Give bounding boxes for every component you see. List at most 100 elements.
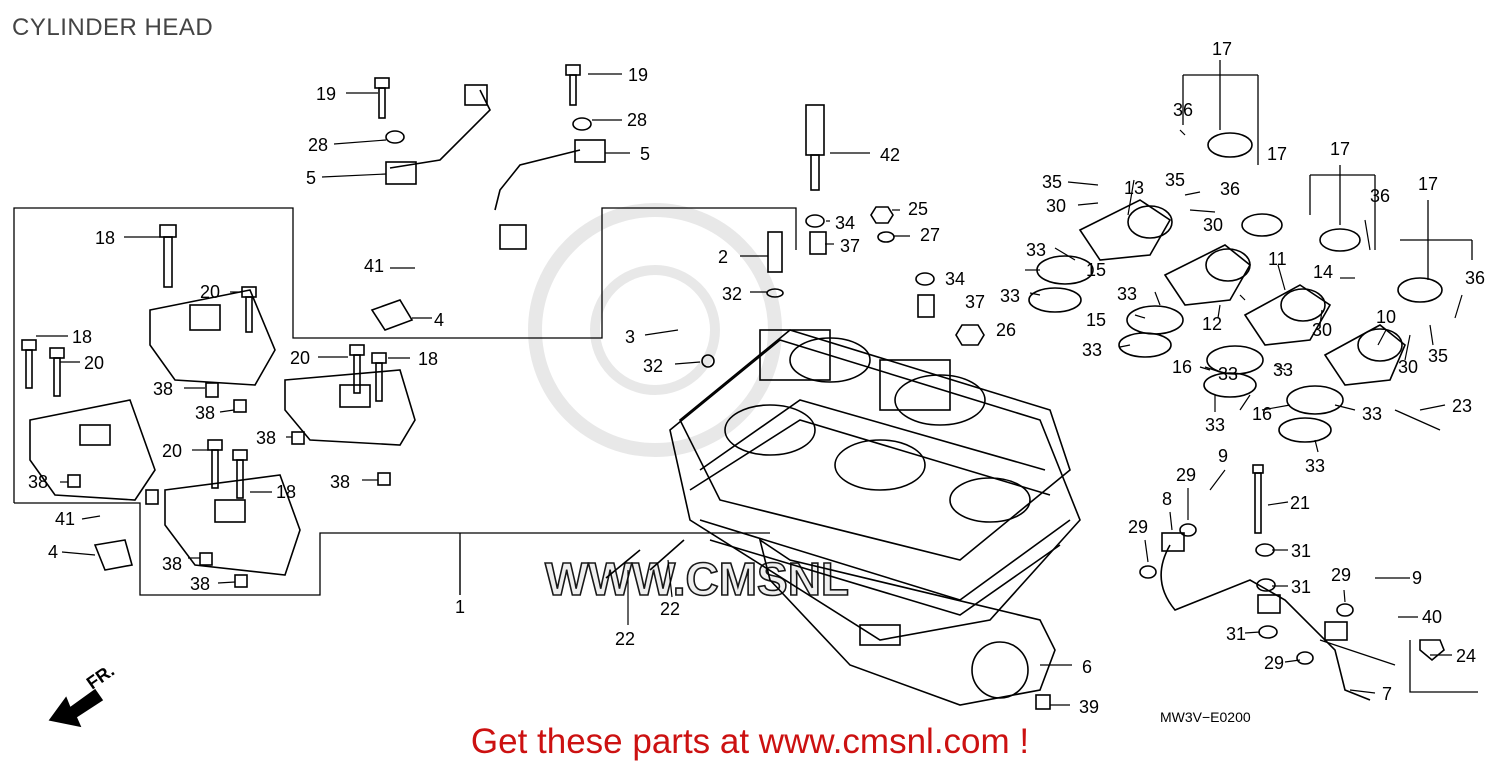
bolts	[21, 64, 1445, 662]
callout-28: 28	[627, 110, 647, 130]
callout-23: 23	[1452, 396, 1472, 416]
callout-20: 20	[200, 282, 220, 302]
callout-24: 24	[1456, 646, 1476, 666]
front-arrow-icon: FR.	[48, 660, 118, 728]
callout-15: 15	[1086, 260, 1106, 280]
callout-17: 17	[1212, 39, 1232, 59]
callout-34: 34	[945, 269, 965, 289]
callout-37: 37	[840, 236, 860, 256]
callout-5: 5	[640, 144, 650, 164]
callout-33: 33	[1026, 240, 1046, 260]
callout-38: 38	[153, 379, 173, 399]
callout-31: 31	[1291, 577, 1311, 597]
callout-35: 35	[1428, 346, 1448, 366]
callout-30: 30	[1046, 196, 1066, 216]
callout-16: 16	[1172, 357, 1192, 377]
callout-11: 11	[1268, 249, 1287, 269]
callout-30: 30	[1398, 357, 1418, 377]
callout-10: 10	[1376, 307, 1396, 327]
oil-pipes	[93, 84, 1371, 701]
callout-28: 28	[308, 135, 328, 155]
callout-3: 3	[625, 327, 635, 347]
callout-33: 33	[1218, 364, 1238, 384]
callout-32: 32	[643, 356, 663, 376]
callout-9: 9	[1412, 568, 1422, 588]
callout-6: 6	[1082, 657, 1092, 677]
callout-35: 35	[1165, 170, 1185, 190]
callout-17: 17	[1267, 144, 1287, 164]
callout-9: 9	[1218, 446, 1228, 466]
callout-19: 19	[628, 65, 648, 85]
watermark: WWW.CMSNL	[528, 203, 850, 606]
callout-13: 13	[1124, 178, 1144, 198]
page-title: CYLINDER HEAD	[12, 14, 214, 41]
callout-18: 18	[72, 327, 92, 347]
callout-1: 1	[455, 597, 465, 617]
callout-38: 38	[162, 554, 182, 574]
callout-20: 20	[162, 441, 182, 461]
washers-dowels	[67, 117, 1354, 710]
callout-33: 33	[1000, 286, 1020, 306]
callout-38: 38	[28, 472, 48, 492]
callout-38: 38	[256, 428, 276, 448]
direction-label: FR.	[83, 660, 118, 693]
callout-36: 36	[1465, 268, 1485, 288]
callout-32: 32	[722, 284, 742, 304]
callout-22: 22	[615, 629, 635, 649]
callout-33: 33	[1305, 456, 1325, 476]
callout-22: 22	[660, 599, 680, 619]
callout-34: 34	[835, 213, 855, 233]
callout-20: 20	[84, 353, 104, 373]
head-gasket	[758, 538, 1056, 706]
callout-29: 29	[1176, 465, 1196, 485]
callout-26: 26	[996, 320, 1016, 340]
callout-38: 38	[190, 574, 210, 594]
callout-20: 20	[290, 348, 310, 368]
callout-38: 38	[195, 403, 215, 423]
callout-39: 39	[1079, 697, 1099, 717]
callout-29: 29	[1264, 653, 1284, 673]
callout-31: 31	[1291, 541, 1311, 561]
callout-35: 35	[1042, 172, 1062, 192]
watermark-text: WWW.CMSNL	[545, 553, 849, 605]
callout-4: 4	[48, 542, 58, 562]
callout-7: 7	[1382, 684, 1392, 704]
callout-41: 41	[364, 256, 384, 276]
callout-19: 19	[316, 84, 336, 104]
callout-42: 42	[880, 145, 900, 165]
assembly-frames	[13, 60, 1478, 693]
callout-17: 17	[1330, 139, 1350, 159]
callout-12: 12	[1202, 314, 1222, 334]
callout-16: 16	[1252, 404, 1272, 424]
callout-31: 31	[1226, 624, 1246, 644]
callout-36: 36	[1220, 179, 1240, 199]
leader-lines	[36, 73, 1463, 706]
callout-15: 15	[1086, 310, 1106, 330]
callout-27: 27	[920, 225, 940, 245]
callout-25: 25	[908, 199, 928, 219]
footer-link-text[interactable]: Get these parts at www.cmsnl.com !	[470, 722, 1030, 761]
callout-30: 30	[1312, 320, 1332, 340]
callout-40: 40	[1422, 607, 1442, 627]
callout-36: 36	[1370, 186, 1390, 206]
callout-14: 14	[1313, 262, 1333, 282]
callout-8: 8	[1162, 489, 1172, 509]
callout-37: 37	[965, 292, 985, 312]
callout-30: 30	[1203, 215, 1223, 235]
callout-33: 33	[1273, 360, 1293, 380]
callout-18: 18	[276, 482, 296, 502]
callout-29: 29	[1128, 517, 1148, 537]
callout-38: 38	[330, 472, 350, 492]
callout-33: 33	[1362, 404, 1382, 424]
callout-33: 33	[1117, 284, 1137, 304]
callout-5: 5	[306, 168, 316, 188]
diagram-code: MW3V−E0200	[1160, 709, 1251, 725]
camshaft-holders	[29, 289, 416, 576]
callout-18: 18	[418, 349, 438, 369]
callout-21: 21	[1290, 493, 1310, 513]
callout-2: 2	[718, 247, 728, 267]
callout-4: 4	[434, 310, 444, 330]
callout-29: 29	[1331, 565, 1351, 585]
callout-17: 17	[1418, 174, 1438, 194]
